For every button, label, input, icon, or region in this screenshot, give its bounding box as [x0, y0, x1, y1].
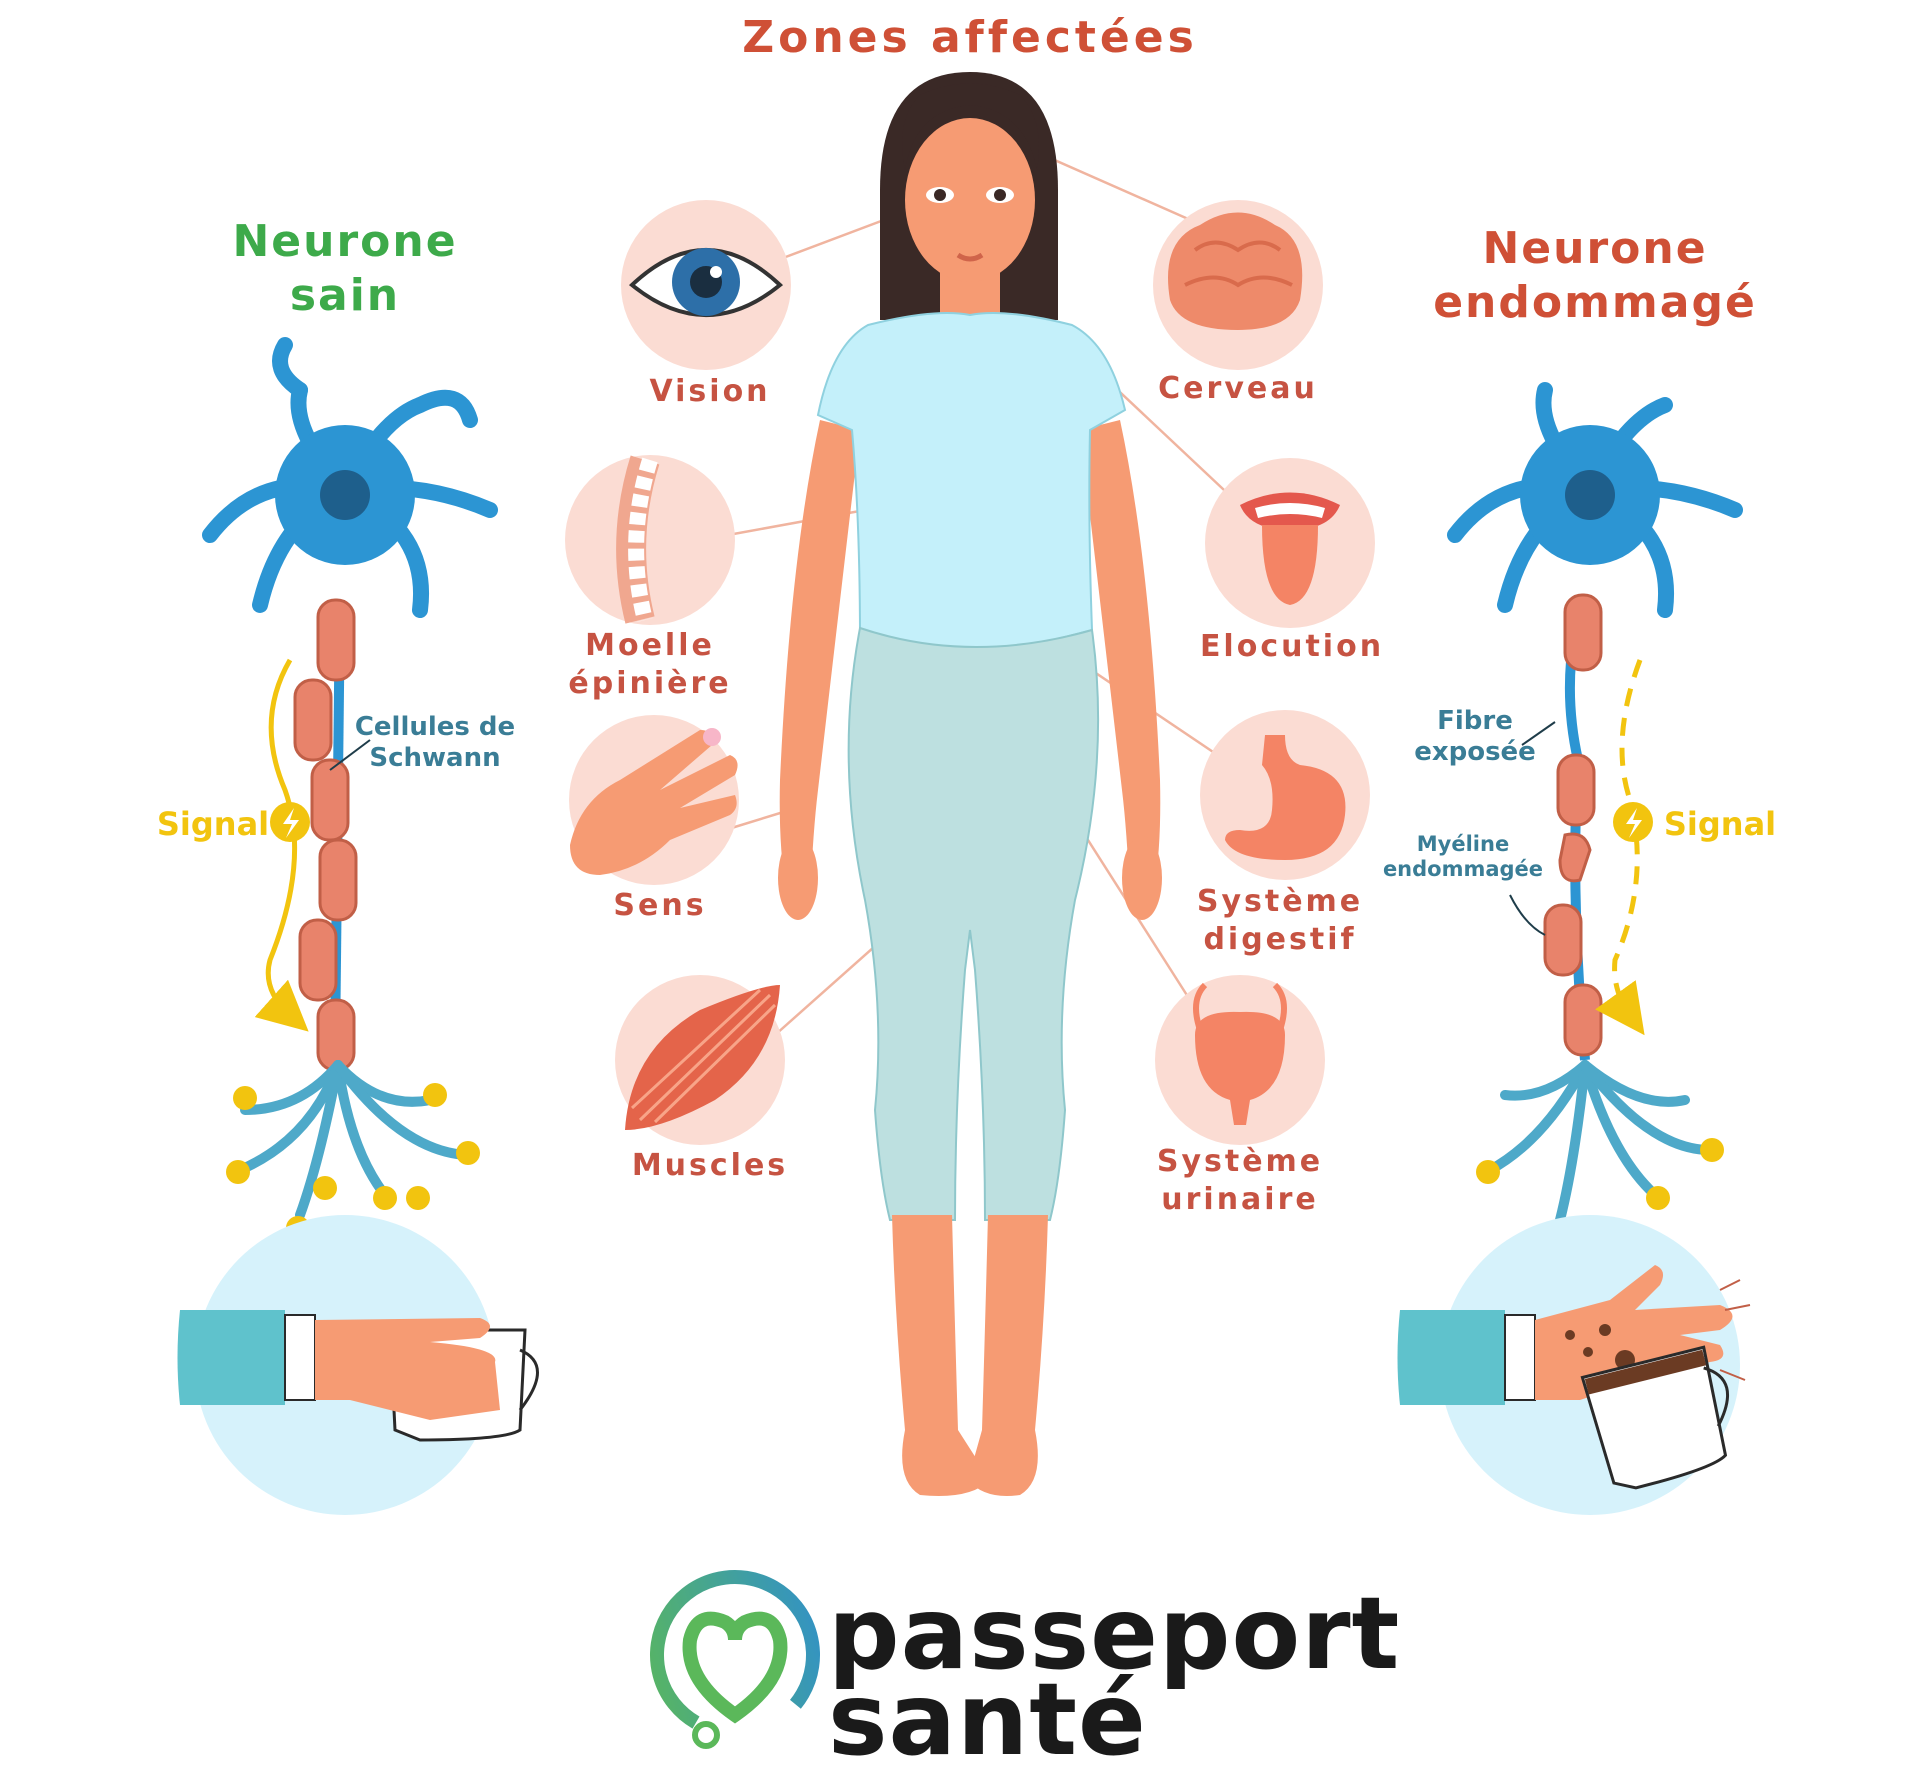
brain-label: Cerveau — [1158, 371, 1318, 406]
urinary-label: Système urinaire — [1156, 1144, 1324, 1217]
passeport-sante-logo-icon — [649, 1570, 820, 1749]
spine-label: Moelle épinière — [568, 628, 732, 701]
page-title: Zones affectées — [742, 12, 1198, 63]
damaged-hand-cup-icon — [1397, 1215, 1751, 1515]
vision-eye-icon — [621, 200, 791, 370]
brain-icon — [1153, 200, 1323, 370]
stomach-icon — [1200, 710, 1370, 880]
brand-name-line2: santé — [828, 1661, 1147, 1778]
damaged-neuron-heading: Neurone endommagé — [1433, 223, 1757, 328]
digestive-label: Système digestif — [1196, 884, 1364, 957]
healthy-neuron — [202, 337, 498, 1240]
healthy-hand-cup-icon — [177, 1215, 539, 1515]
hand-icon — [569, 715, 739, 885]
exposed-fibre-label: Fibre exposée — [1414, 706, 1536, 768]
senses-label: Sens — [613, 888, 707, 923]
brand-name-line1: passeport — [828, 1575, 1401, 1692]
damaged-myelin-label: Myéline endommagée — [1382, 832, 1544, 882]
vision-label: Vision — [649, 374, 771, 409]
muscles-label: Muscles — [631, 1148, 789, 1183]
damaged-signal-label: Signal — [1663, 805, 1777, 843]
damaged-neuron — [1447, 382, 1743, 1225]
woman-figure — [778, 72, 1162, 1496]
bladder-icon — [1155, 975, 1325, 1145]
muscle-icon — [615, 975, 785, 1145]
healthy-neuron-heading: Neurone sain — [232, 216, 458, 321]
spine-icon — [565, 455, 735, 625]
schwann-cells-label: Cellules de Schwann — [354, 712, 516, 774]
mouth-icon — [1205, 458, 1375, 628]
healthy-signal-label: Signal — [156, 805, 270, 843]
speech-label: Elocution — [1199, 629, 1385, 664]
